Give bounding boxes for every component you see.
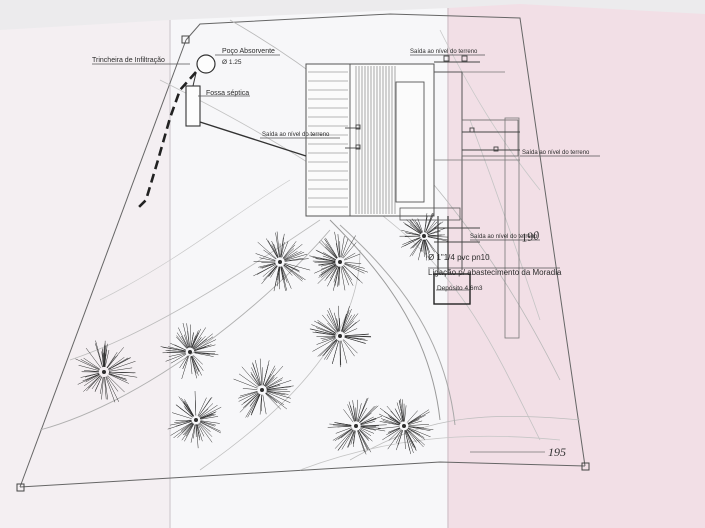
drain-pipe bbox=[199, 121, 307, 157]
contour-line bbox=[469, 119, 541, 321]
property-boundary-top-right bbox=[185, 13, 586, 467]
tree-symbol bbox=[253, 231, 311, 292]
septic-tank bbox=[185, 85, 201, 127]
leader-lines bbox=[92, 54, 600, 291]
absorbing-well bbox=[196, 54, 216, 74]
label-well-diameter: Ø 1.25 bbox=[222, 59, 242, 66]
label-exit-right: Saída ao nível do terreno bbox=[522, 150, 590, 156]
tree-symbol bbox=[75, 340, 138, 403]
driveway-edge bbox=[329, 219, 441, 421]
tree-symbol bbox=[378, 398, 434, 455]
contour-line bbox=[299, 435, 561, 471]
contour-line bbox=[439, 29, 541, 191]
paper-panel-left bbox=[0, 20, 170, 528]
drain-markers bbox=[345, 55, 520, 243]
label-pipe-spec: Ø 1"1/4 pvc pn10 bbox=[428, 253, 490, 262]
contour-label-195: 195 bbox=[548, 445, 566, 459]
trees bbox=[75, 212, 449, 455]
tree-symbol bbox=[233, 358, 294, 418]
tree-symbol bbox=[309, 231, 369, 291]
property-boundary-bottom bbox=[19, 461, 586, 488]
label-septic-tank: Fossa séptica bbox=[206, 90, 249, 97]
boundary-marker bbox=[581, 462, 590, 471]
contour-line bbox=[199, 249, 361, 471]
tree-symbol bbox=[160, 322, 219, 380]
contour-line bbox=[69, 219, 321, 361]
tree-symbol bbox=[399, 212, 449, 261]
water-tank bbox=[433, 273, 471, 305]
infiltration-trench bbox=[135, 71, 197, 211]
label-supply-connection: Ligação p/ abastecimento da Moradia bbox=[428, 268, 562, 277]
property-boundary-left bbox=[19, 39, 187, 488]
contour-line bbox=[349, 416, 581, 461]
label-absorbing-well: Poço Absorvente bbox=[222, 48, 275, 55]
tree-symbol bbox=[327, 397, 387, 455]
label-trench: Trincheira de Infiltração bbox=[92, 57, 165, 64]
driveway-edge bbox=[339, 224, 456, 426]
paper-panel-right-pink bbox=[448, 4, 705, 528]
contour-line bbox=[159, 79, 541, 441]
boundary-marker bbox=[181, 35, 190, 44]
label-tank: Depósito 4.6m3 bbox=[437, 285, 483, 292]
contour-label-190: 190 bbox=[520, 228, 540, 245]
label-exit-top: Saída ao nível do terreno bbox=[410, 49, 478, 55]
terrace-outline bbox=[434, 71, 520, 339]
label-exit-lower: Saída ao nível do terreno bbox=[470, 234, 538, 240]
tree-symbol bbox=[167, 391, 222, 449]
septic-pipe bbox=[192, 72, 197, 87]
house-roof bbox=[305, 63, 435, 217]
label-exit-mid-left: Saída ao nível do terreno bbox=[262, 132, 330, 138]
tree-symbol bbox=[309, 305, 372, 368]
boundary-marker bbox=[16, 483, 25, 492]
contour-line bbox=[99, 179, 291, 301]
